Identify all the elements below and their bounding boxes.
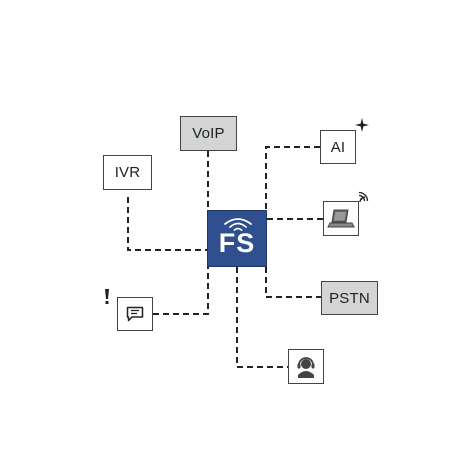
node-pstn-label: PSTN [329,289,370,307]
connector-agent [236,267,288,368]
node-ai-label: AI [330,138,346,156]
connector-chat [153,267,209,315]
hub-node: FS [207,210,267,267]
node-ai: AI [320,130,356,164]
wifi-icon [224,218,252,231]
node-agent [288,349,324,384]
exclamation-icon [105,289,109,304]
sparkle-icon [355,118,369,132]
connector-ivr [127,197,207,251]
node-ivr: IVR [103,155,152,190]
node-laptop [323,201,359,236]
laptop-icon [327,209,355,227]
node-ivr-label: IVR [114,164,141,181]
hub-label: FS [218,228,256,258]
connector-pstn [265,267,321,298]
node-pstn: PSTN [321,281,378,315]
node-chat [117,297,153,331]
headset-agent-icon [297,356,315,378]
wifi-signal-icon [358,191,369,202]
chat-message-icon [126,306,144,322]
node-voip-label: VoIP [192,125,225,142]
connector-ai [265,146,320,210]
node-voip: VoIP [180,116,237,151]
